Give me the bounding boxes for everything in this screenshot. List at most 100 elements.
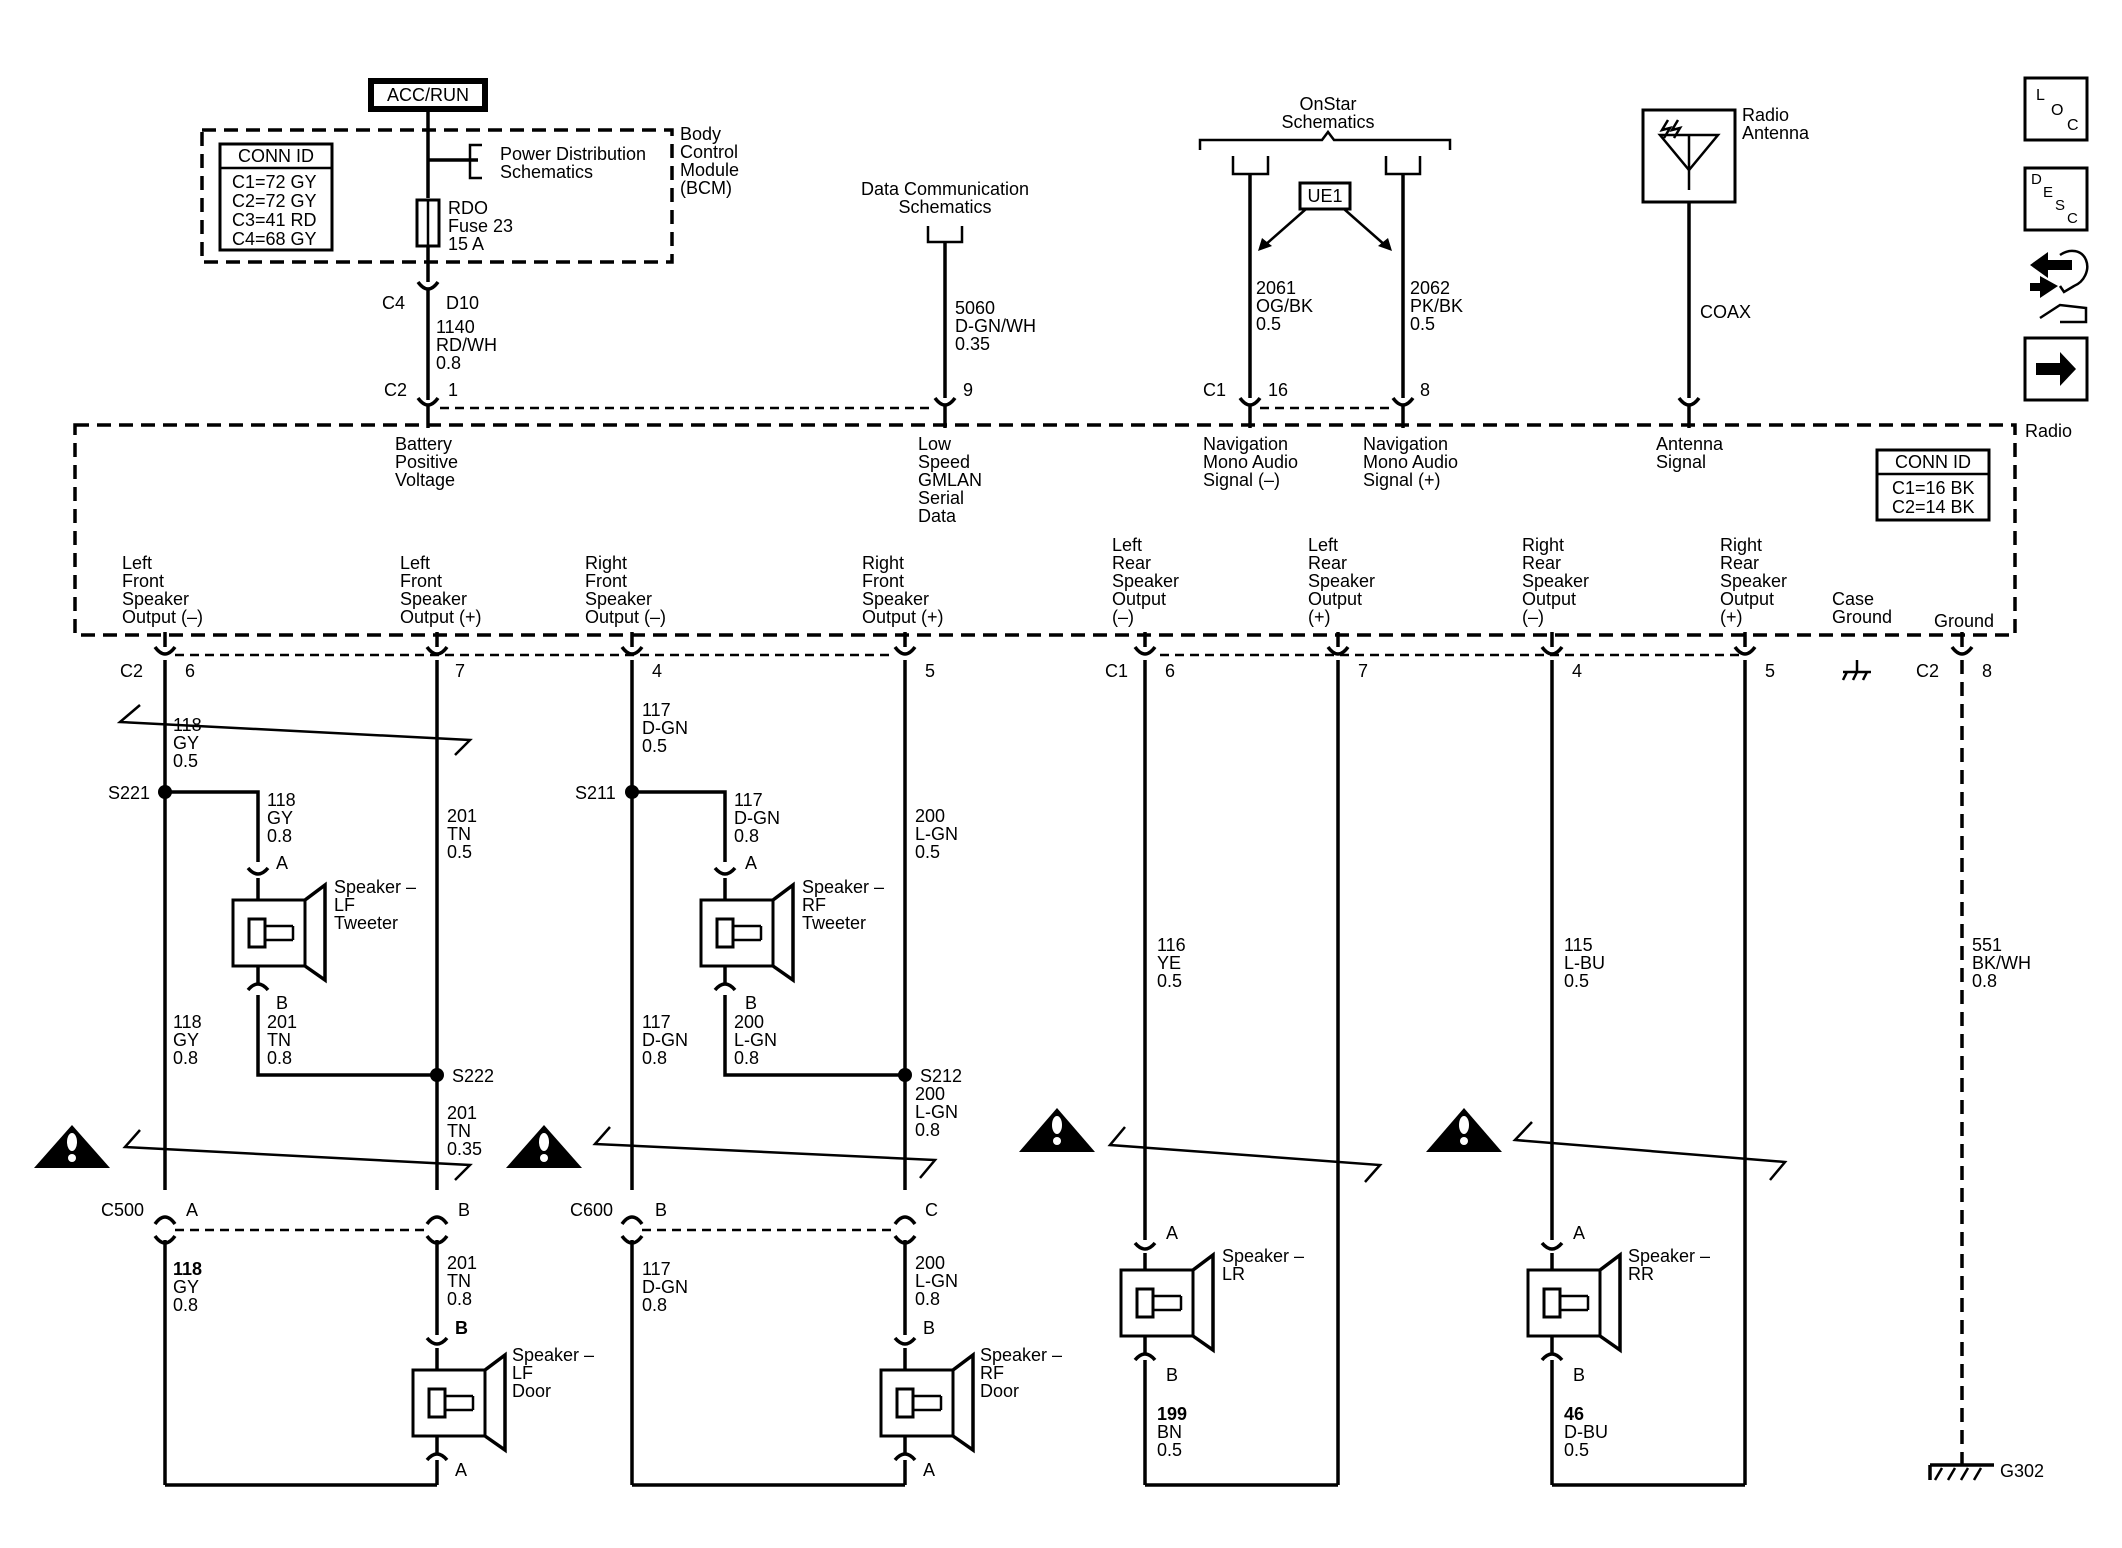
power-dist-label: Power Distribution (500, 144, 646, 164)
bcm-module (200, 128, 674, 264)
radio-bottom-pin: 4 (1572, 661, 1582, 681)
wire-label: 118 (173, 1259, 202, 1279)
bcm-conn-line: C4=68 GY (232, 229, 317, 249)
pin-label: A (1166, 1223, 1178, 1243)
radio-conn-line: C2=14 BK (1892, 497, 1975, 517)
wire-label: 0.5 (915, 842, 940, 862)
lf-break-mark (116, 704, 473, 756)
bottom-pin-label: Left (1308, 535, 1338, 555)
c500-pin (425, 1215, 449, 1245)
bottom-pin-label: Case (1832, 589, 1874, 609)
lr-break-mark (1107, 1126, 1383, 1183)
bottom-pin-label: Speaker (1308, 571, 1375, 591)
top-pin-label: GMLAN (918, 470, 982, 490)
connector-label: C500 (101, 1200, 144, 1220)
speaker-label: Speaker – (1222, 1246, 1304, 1266)
wire-label: L-GN (915, 1102, 958, 1122)
wire-label: 117 (642, 700, 671, 720)
pin-label: A (923, 1460, 935, 1480)
rf-tweeter-neg-wire (632, 790, 727, 862)
lf-break-mark-2 (122, 1129, 473, 1181)
bottom-pin-label: Right (1522, 535, 1564, 555)
bottom-pin-label: (+) (1720, 607, 1743, 627)
wire-label: L-BU (1564, 953, 1605, 973)
radio-bottom-pin: 7 (1358, 661, 1368, 681)
ground-label: G302 (2000, 1461, 2044, 1481)
radio-module (73, 423, 2017, 637)
wire-label: L-GN (734, 1030, 777, 1050)
bottom-pin-label: Speaker (400, 589, 467, 609)
wire-label: 0.8 (915, 1120, 940, 1140)
pin-label: B (458, 1200, 470, 1220)
bottom-pin-label: Rear (1308, 553, 1347, 573)
wire-label: 0.5 (447, 842, 472, 862)
wire-label: 116 (1157, 935, 1186, 955)
fuse-label: 15 A (448, 234, 484, 254)
radio-bottom-pin: 6 (185, 661, 195, 681)
top-pin-label: Battery (395, 434, 452, 454)
wire-label: 200 (915, 1253, 945, 1273)
rr-break-mark (1512, 1121, 1788, 1181)
top-pin-label: Signal (1656, 452, 1706, 472)
fuse-label: Fuse 23 (448, 216, 513, 236)
wire-label: 117 (642, 1259, 671, 1279)
lf-tweeter-pos-wire (256, 995, 437, 1077)
data-comm-label: Schematics (898, 197, 991, 217)
splice-label: S222 (452, 1066, 494, 1086)
radio-bottom-connector-pin (153, 632, 177, 656)
radio-top-conn: C1 (1203, 380, 1226, 400)
radio-top-pin: 9 (963, 380, 973, 400)
connector-view-icon[interactable] (2030, 249, 2089, 324)
speaker-label: RF (980, 1363, 1004, 1383)
bcm-name: Module (680, 160, 739, 180)
bottom-pin-label: Rear (1522, 553, 1561, 573)
pin-label: A (455, 1460, 467, 1480)
bcm-name: (BCM) (680, 178, 732, 198)
radio-bottom-connector-pin (1733, 632, 1757, 656)
wire-label: D-BU (1564, 1422, 1608, 1442)
wire-label: 201 (447, 806, 477, 826)
pin-label: B (455, 1318, 468, 1338)
bottom-pin-label: Output (1720, 589, 1774, 609)
speaker-label: Tweeter (334, 913, 398, 933)
pin-label: A (276, 853, 288, 873)
power-dist-label: Schematics (500, 162, 593, 182)
onstar-label: OnStar (1299, 94, 1356, 114)
bottom-pin-label: (–) (1112, 607, 1134, 627)
top-pin-label: Navigation (1203, 434, 1288, 454)
wire-label: 0.8 (642, 1295, 667, 1315)
bottom-pin-label: Left (400, 553, 430, 573)
ue1-box (1298, 181, 1352, 211)
fuse-label: RDO (448, 198, 488, 218)
desc-icon[interactable]: D E S C (2023, 166, 2089, 232)
bcm-conn-c4: C4 (382, 293, 405, 313)
bottom-pin-label: Output (1112, 589, 1166, 609)
radio-bottom-connector-pin (620, 632, 644, 656)
bcm-conn-line: C3=41 RD (232, 210, 317, 230)
top-pin-label: Mono Audio (1203, 452, 1298, 472)
antenna-label: Antenna (1742, 123, 1810, 143)
bcm-name: Body (680, 124, 721, 144)
svg-text:C: C (2067, 117, 2079, 134)
svg-text:L: L (2036, 87, 2045, 104)
bottom-pin-label: Output (+) (862, 607, 944, 627)
radio-bottom-pin: 5 (1765, 661, 1775, 681)
wire-label: 46 (1564, 1404, 1584, 1424)
wire-label: 115 (1564, 935, 1593, 955)
wire-label: 200 (915, 1084, 945, 1104)
radio-bottom-pin: 6 (1165, 661, 1175, 681)
bottom-pin-label: Output (+) (400, 607, 482, 627)
wire-label: 0.35 (447, 1139, 482, 1159)
next-page-icon[interactable] (2023, 336, 2089, 402)
radio-bottom-pin: 8 (1982, 661, 1992, 681)
wire-label: 0.8 (173, 1295, 198, 1315)
gmlan-wire-label: 0.35 (955, 334, 990, 354)
data-comm-bracket (926, 226, 964, 244)
bottom-pin-label: Speaker (585, 589, 652, 609)
speaker-label: Speaker – (980, 1345, 1062, 1365)
speaker-label: RR (1628, 1264, 1654, 1284)
bottom-pin-label: Front (862, 571, 904, 591)
bottom-pin-label: Speaker (1522, 571, 1589, 591)
loc-icon[interactable]: L O C (2023, 76, 2089, 142)
lf-tweeter-neg-wire (165, 790, 260, 862)
